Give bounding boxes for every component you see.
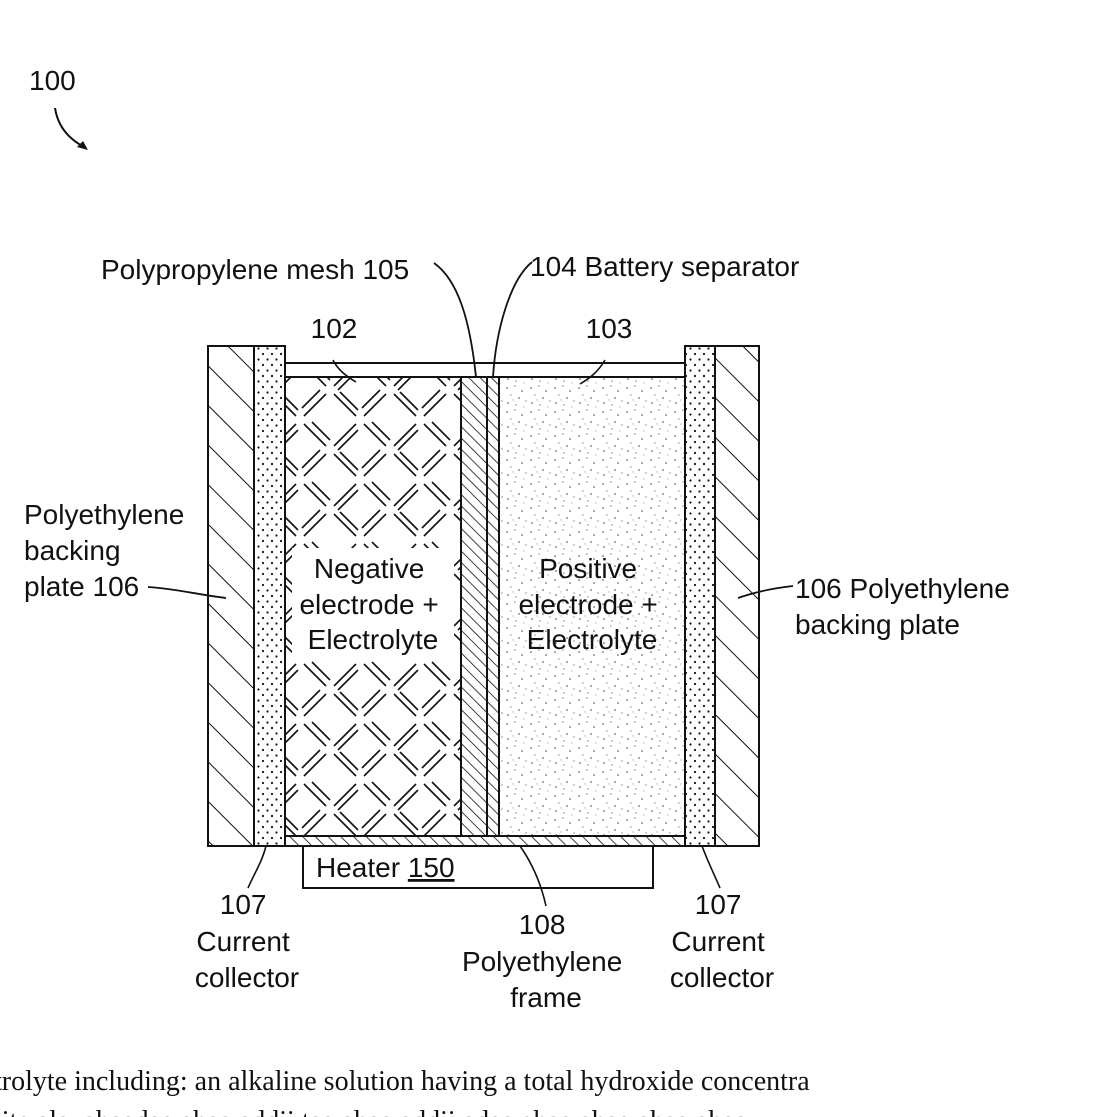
ref-103: 103 <box>586 313 633 344</box>
left-current-collector <box>254 346 285 846</box>
right-plate-label: 106 Polyethylene backing plate <box>795 573 1018 640</box>
heater-label: Heater 150 <box>316 852 455 883</box>
left-collector-leader <box>248 846 266 888</box>
left-plate-label: Polyethylene backing plate 106 <box>24 499 192 602</box>
body-text-line-2: lite alavahaadaa ahaa addii taa ahaa add… <box>0 1106 747 1117</box>
negative-electrode-label: Negative electrode + Electrolyte <box>299 553 446 655</box>
figure-number-arrow <box>55 108 86 148</box>
positive-electrode-label: Positive electrode + Electrolyte <box>518 553 665 655</box>
right-collector-leader <box>702 846 720 888</box>
mesh-label: Polypropylene mesh 105 <box>101 254 409 285</box>
mesh-leader <box>434 263 476 377</box>
right-backing-plate <box>715 346 759 846</box>
right-current-collector <box>685 346 715 846</box>
battery-separator <box>487 377 499 836</box>
figure-number: 100 <box>29 65 76 96</box>
figure-number-arrowhead <box>77 141 88 150</box>
cropped-body-text: trolyte including: an alkaline solution … <box>0 1058 1099 1117</box>
ref-102: 102 <box>311 313 358 344</box>
polypropylene-mesh <box>461 377 487 836</box>
separator-label: 104 Battery separator <box>530 251 799 282</box>
body-text-line-1: trolyte including: an alkaline solution … <box>0 1066 810 1098</box>
right-collector-label: 107 Current collector <box>670 889 774 993</box>
separator-leader <box>493 262 532 377</box>
frame-label: 108 Polyethylene frame <box>462 909 630 1013</box>
polyethylene-frame <box>285 836 685 846</box>
left-collector-label: 107 Current collector <box>195 889 299 993</box>
